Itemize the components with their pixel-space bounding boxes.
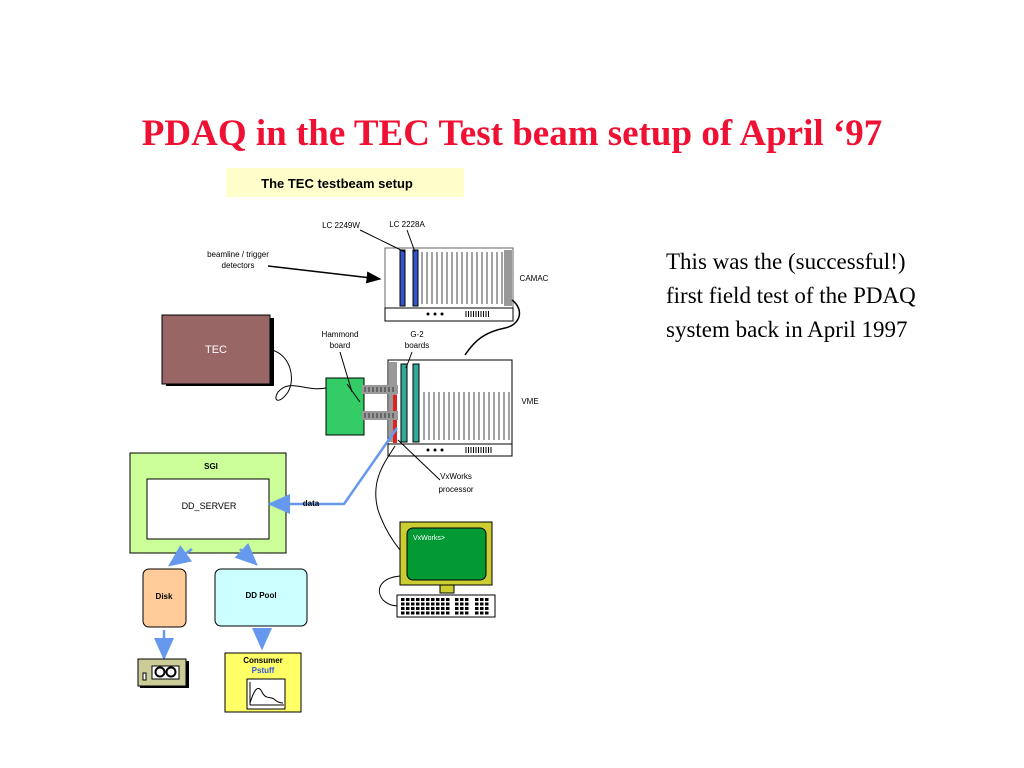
- dd-pool-label: DD Pool: [245, 591, 276, 600]
- consumer-box: Consumer Pstuff: [224, 652, 302, 713]
- vxworks-label-1: VxWorks: [440, 472, 472, 481]
- disk-box: [142, 568, 187, 628]
- lc2228a-module: [412, 249, 419, 307]
- plot-curve-icon: [249, 688, 284, 704]
- sgi-label: SGI: [204, 462, 218, 471]
- tec-detector: TEC: [161, 314, 274, 386]
- g2-board-1: [400, 363, 408, 443]
- tec-hammond-cable: [271, 349, 327, 401]
- keyboard-cable: [378, 575, 401, 607]
- vme-label: VME: [521, 397, 538, 406]
- disk-label: Disk: [156, 592, 173, 601]
- data-label: data: [303, 499, 320, 508]
- dd-pool-box: [214, 568, 308, 627]
- camac-vme-cable: [464, 299, 521, 356]
- lc2249w-label: LC 2249W: [322, 221, 360, 230]
- sgi-host: SGI DD_SERVER: [129, 452, 287, 554]
- dd-server-label: DD_SERVER: [182, 501, 237, 511]
- pstuff-label: Pstuff: [252, 666, 275, 675]
- ribbon-connector-bottom: [362, 411, 398, 420]
- diagram-header-box: [226, 168, 464, 197]
- g2-board-2: [412, 363, 420, 443]
- camac-label: CAMAC: [520, 274, 549, 283]
- vxworks-terminal: VxWorks>: [396, 521, 496, 618]
- tape-drive-icon: [137, 658, 189, 688]
- hammond-label-2: board: [330, 341, 350, 350]
- hammond-board: [325, 377, 365, 436]
- g2-label-2: boards: [405, 341, 429, 350]
- terminal-prompt: VxWorks>: [413, 535, 445, 542]
- hammond-label-1: Hammond: [322, 330, 359, 339]
- keyboard-icon: [396, 594, 496, 618]
- vxworks-label-2: processor: [438, 485, 473, 494]
- side-description: This was the (successful!) first field t…: [666, 249, 916, 342]
- tec-label: TEC: [205, 344, 227, 356]
- g2-label-1: G-2: [410, 330, 424, 339]
- beamline-label-1: beamline / trigger: [207, 250, 269, 259]
- ribbon-connector-top: [362, 385, 398, 394]
- data-flow-arrow: [267, 427, 399, 514]
- lc2249w-module: [399, 249, 406, 307]
- vme-terminal-cable: [375, 445, 401, 551]
- consumer-label: Consumer: [243, 656, 283, 665]
- diagram-header: The TEC testbeam setup: [261, 176, 413, 191]
- lc2228a-label: LC 2228A: [389, 220, 425, 229]
- beamline-label-2: detectors: [222, 261, 255, 270]
- slide-title: PDAQ in the TEC Test beam setup of April…: [141, 113, 883, 154]
- vme-crate: [387, 359, 513, 457]
- camac-crate: [384, 247, 514, 322]
